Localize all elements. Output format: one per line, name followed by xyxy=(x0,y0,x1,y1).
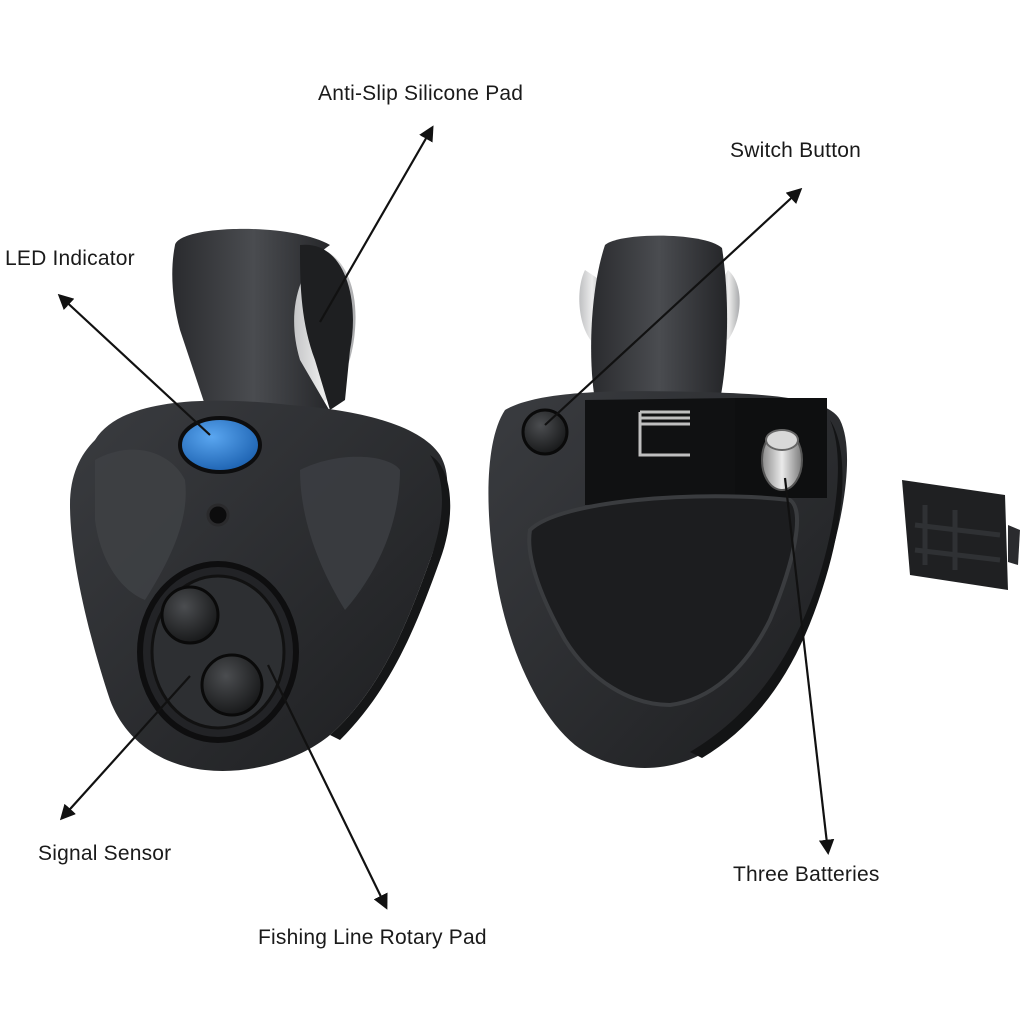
signal-sensor-knob xyxy=(160,585,220,645)
back-panel xyxy=(527,494,800,708)
label-rotary-pad: Fishing Line Rotary Pad xyxy=(258,926,487,949)
arrow-led xyxy=(57,293,211,436)
arrow-batteries xyxy=(783,477,835,856)
arrow-signal-sensor xyxy=(59,675,191,821)
switch-button xyxy=(521,408,569,456)
arrow-switch xyxy=(544,187,803,426)
back-clip xyxy=(591,235,728,400)
rotary-pad-knob xyxy=(200,653,264,717)
label-switch-button: Switch Button xyxy=(730,139,861,162)
spring xyxy=(638,410,690,457)
led-indicator xyxy=(178,416,262,474)
back-device xyxy=(488,235,848,768)
label-three-batteries: Three Batteries xyxy=(733,863,880,886)
front-clip xyxy=(172,228,335,420)
battery-compartment xyxy=(585,398,735,505)
arrow-anti-slip xyxy=(319,125,434,323)
label-anti-slip-pad: Anti-Slip Silicone Pad xyxy=(318,82,524,105)
front-device xyxy=(70,228,451,771)
label-signal-sensor: Signal Sensor xyxy=(38,842,172,865)
label-led-indicator: LED Indicator xyxy=(5,247,135,270)
battery-cover xyxy=(902,480,1020,590)
arrow-rotary-pad xyxy=(267,664,388,910)
callout-arrows xyxy=(57,125,835,910)
sensor-dot xyxy=(206,503,230,527)
